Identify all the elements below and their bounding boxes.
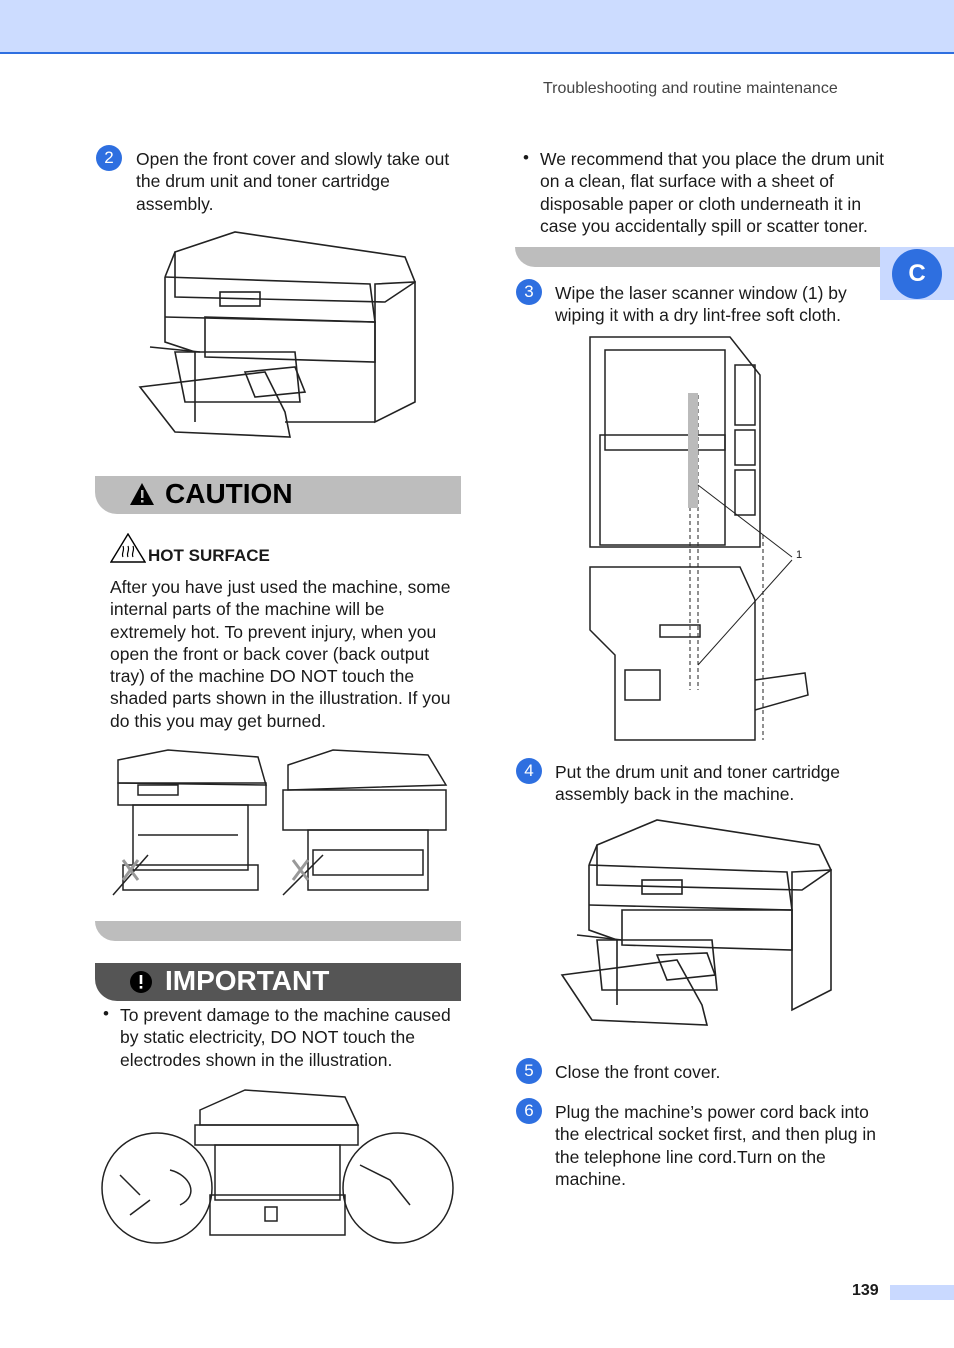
chapter-tab: C bbox=[880, 247, 954, 300]
page-number-tab bbox=[890, 1285, 954, 1300]
page-number: 139 bbox=[852, 1282, 879, 1299]
running-header: Troubleshooting and routine maintenance bbox=[543, 80, 838, 97]
caution-title: CAUTION bbox=[165, 478, 293, 509]
important-title: IMPORTANT bbox=[165, 965, 330, 996]
hot-surface-icon bbox=[110, 533, 146, 563]
electrodes-illustration bbox=[101, 1089, 454, 1244]
step-2-number: 2 bbox=[96, 145, 122, 171]
important-bullet-text: To prevent damage to the machine caused … bbox=[120, 1005, 451, 1070]
recommend-bullet-text: We recommend that you place the drum uni… bbox=[540, 149, 885, 236]
important-end-bar bbox=[515, 247, 880, 267]
drum-removal-illustration bbox=[138, 231, 416, 438]
bullet-dot: • bbox=[103, 1004, 109, 1023]
step-6-number: 6 bbox=[516, 1098, 542, 1124]
step-5-number: 5 bbox=[516, 1058, 542, 1084]
step-3-text: Wipe the laser scanner window (1) by wip… bbox=[555, 283, 847, 326]
important-banner: IMPORTANT bbox=[95, 963, 461, 1001]
bullet-dot: • bbox=[523, 148, 529, 167]
step-6-text: Plug the machine’s power cord back into … bbox=[555, 1102, 877, 1189]
chapter-letter: C bbox=[892, 249, 942, 299]
hot-surface-subhead: HOT SURFACE bbox=[148, 546, 270, 565]
caution-end-bar bbox=[95, 921, 461, 941]
drum-insertion-illustration bbox=[560, 819, 833, 1026]
step-5-text: Close the front cover. bbox=[555, 1062, 721, 1082]
caution-body: After you have just used the machine, so… bbox=[110, 577, 451, 731]
header-band bbox=[0, 0, 954, 54]
step-2-text: Open the front cover and slowly take out… bbox=[136, 149, 450, 214]
hot-surface-illustration bbox=[112, 749, 448, 896]
warning-triangle-icon bbox=[130, 483, 154, 505]
step-4-number: 4 bbox=[516, 758, 542, 784]
callout-label: 1 bbox=[796, 549, 803, 561]
scanner-window-illustration bbox=[589, 336, 809, 741]
caution-banner: CAUTION bbox=[95, 476, 461, 514]
step-3-number: 3 bbox=[516, 279, 542, 305]
step-4-text: Put the drum unit and toner cartridge as… bbox=[555, 762, 841, 805]
exclamation-icon bbox=[130, 971, 152, 993]
